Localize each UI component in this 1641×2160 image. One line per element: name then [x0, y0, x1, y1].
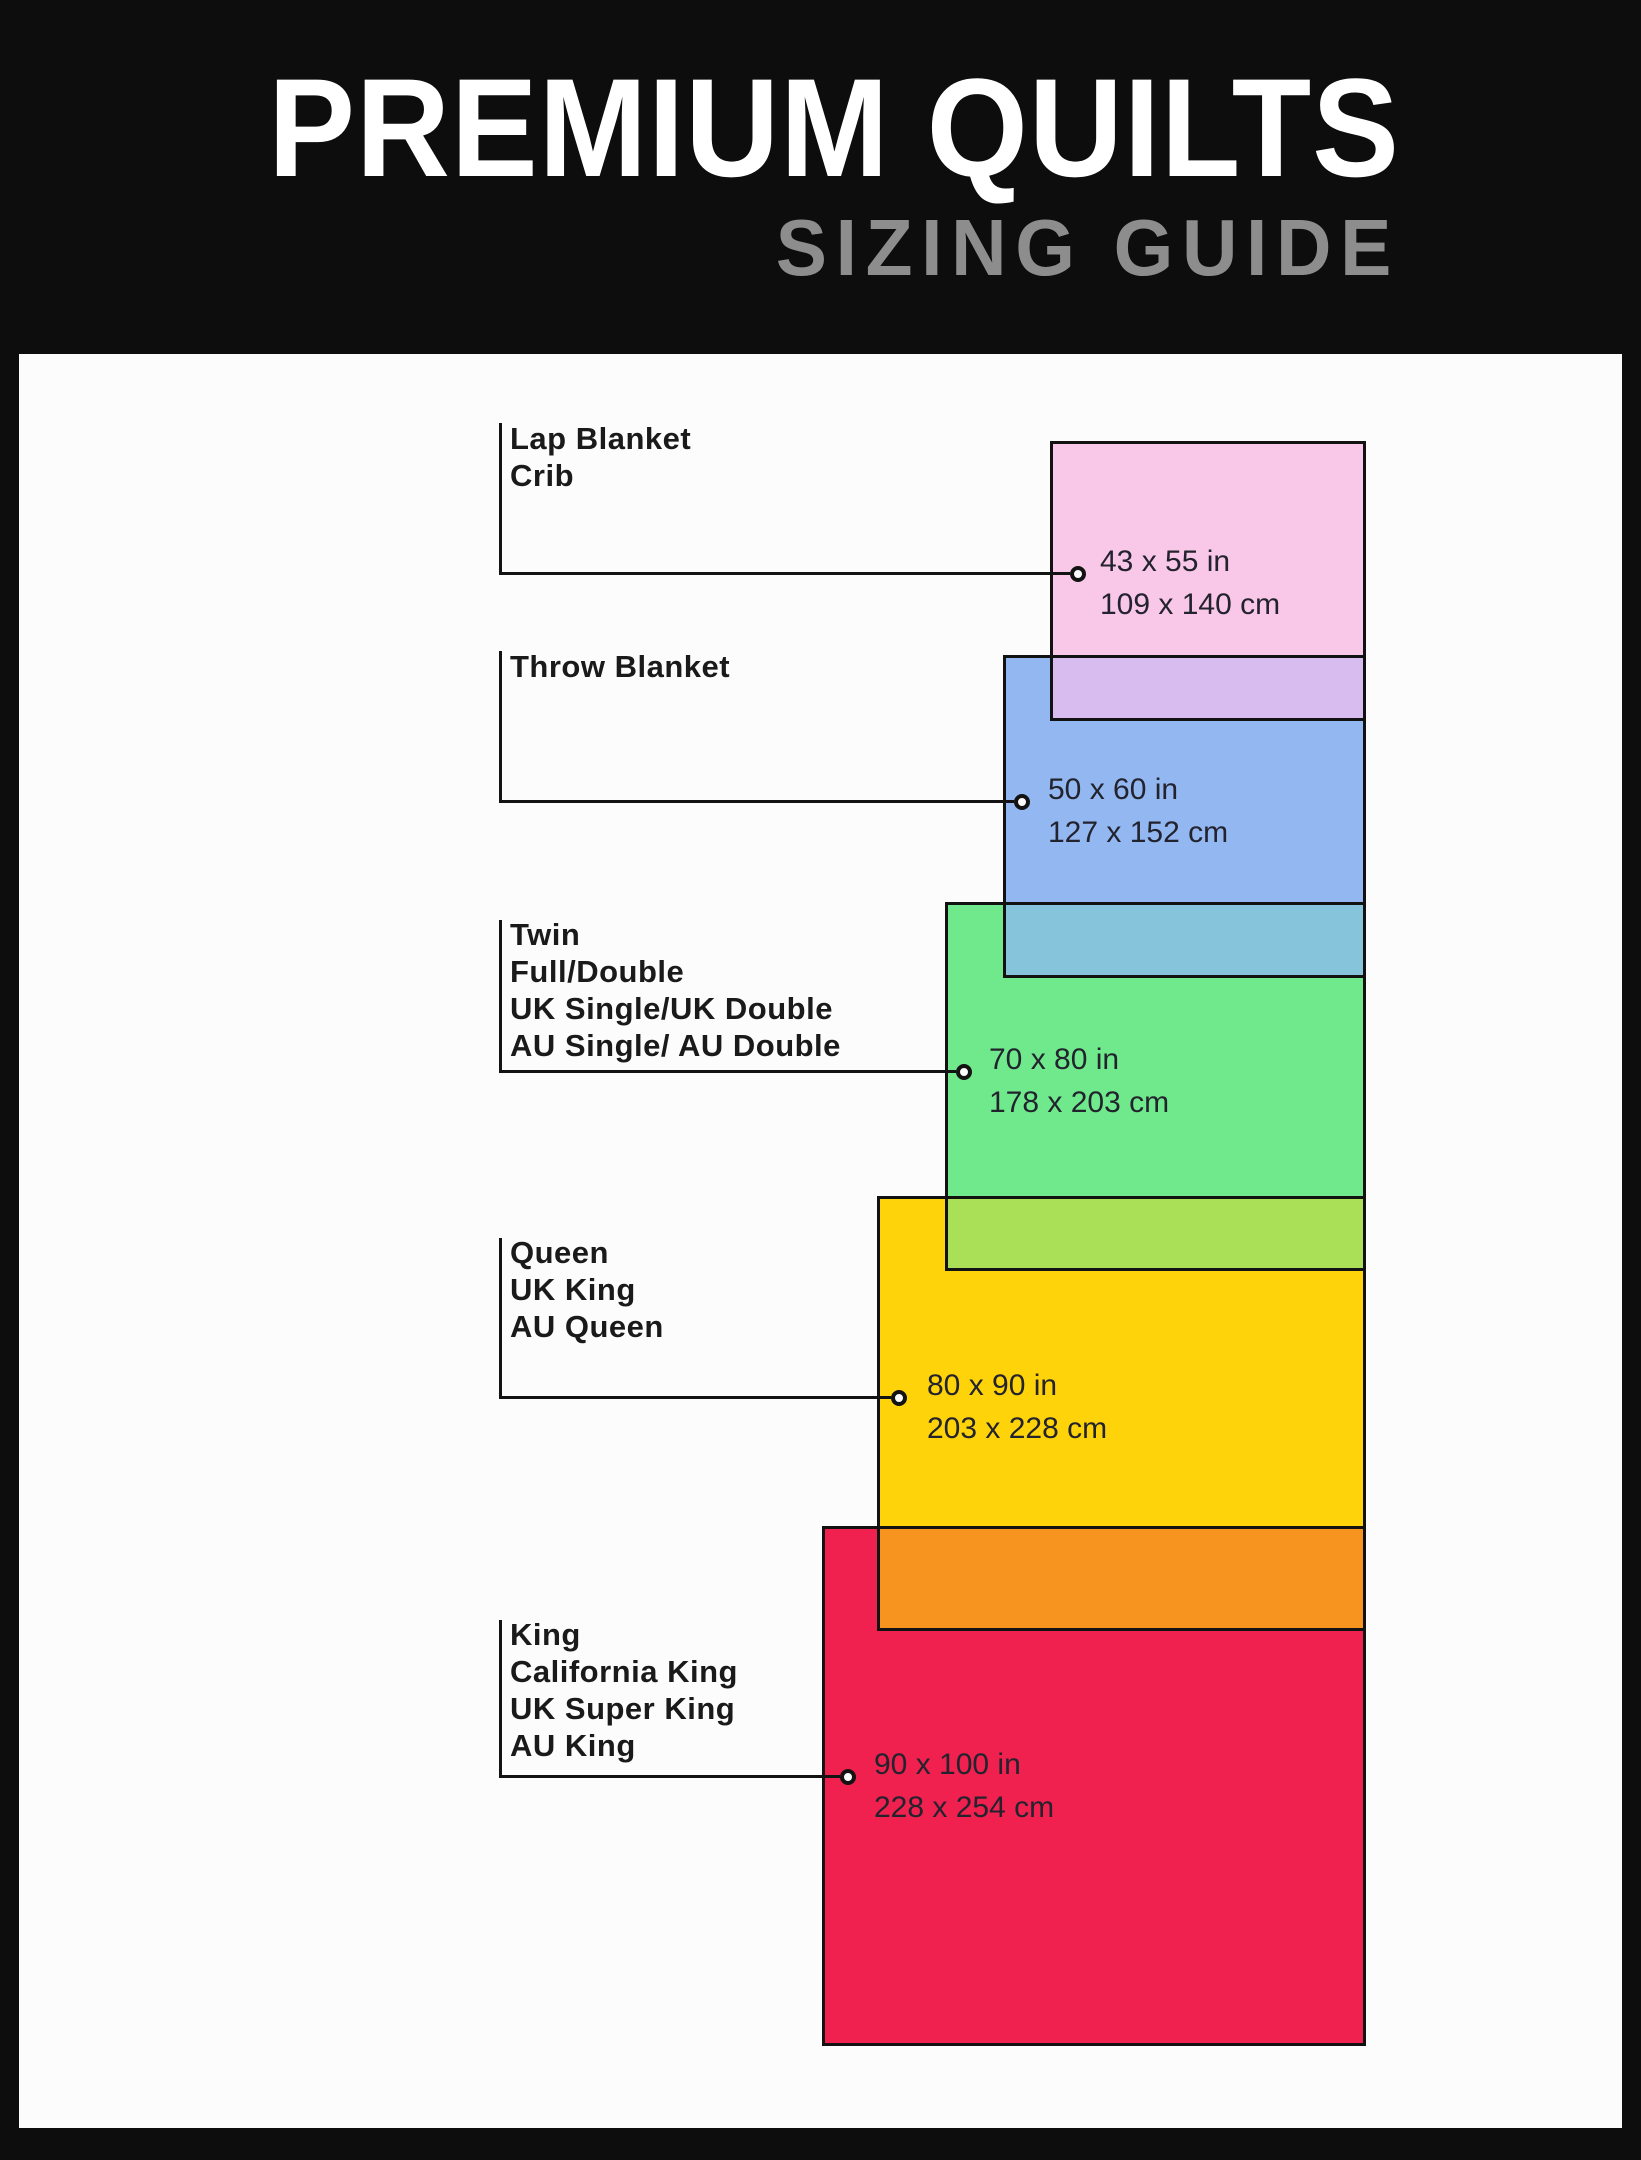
callout-vline-lap-blanket-crib [499, 423, 502, 575]
dimensions-inches: 90 x 100 in [874, 1748, 1021, 1781]
label-throw-blanket: Throw Blanket [510, 649, 731, 684]
dimensions-queen: 80 x 90 in 203 x 228 cm [927, 1364, 1107, 1450]
callout-dot-lap-blanket-crib [1070, 566, 1086, 582]
callout-vline-throw-blanket [499, 651, 502, 803]
dimensions-throw-blanket: 50 x 60 in 127 x 152 cm [1048, 768, 1228, 854]
size-rect-lap-blanket-crib-outline [1050, 441, 1366, 721]
callout-hline-twin-full-double [499, 1070, 956, 1073]
dimensions-inches: 80 x 90 in [927, 1369, 1058, 1402]
dimensions-cm: 228 x 254 cm [874, 1791, 1055, 1824]
size-rect-queen-outline [877, 1196, 1366, 1631]
dimensions-king: 90 x 100 in 228 x 254 cm [874, 1743, 1054, 1829]
dimensions-lap-blanket-crib: 43 x 55 in 109 x 140 cm [1100, 540, 1280, 626]
dimensions-inches: 43 x 55 in [1100, 545, 1231, 578]
callout-dot-throw-blanket [1014, 794, 1030, 810]
dimensions-cm: 178 x 203 cm [989, 1086, 1170, 1119]
overlap-lap-crib-throw [1050, 655, 1366, 721]
callout-vline-twin-full-double [499, 920, 502, 1073]
content-panel [19, 354, 1622, 2128]
overlap-throw-twin [1003, 902, 1366, 978]
callout-hline-lap-blanket-crib [499, 572, 1070, 575]
dimensions-inches: 70 x 80 in [989, 1043, 1120, 1076]
page-subtitle: SIZING GUIDE [775, 203, 1400, 292]
size-rect-twin-full-double-outline [945, 902, 1366, 1271]
callout-vline-king [499, 1620, 502, 1778]
dimensions-cm: 203 x 228 cm [927, 1412, 1108, 1445]
callout-hline-queen [499, 1396, 891, 1399]
callout-dot-king [840, 1769, 856, 1785]
size-rect-throw-blanket-outline [1003, 655, 1366, 978]
label-queen: Queen UK King AU Queen [510, 1235, 664, 1344]
dimensions-twin-full-double: 70 x 80 in 178 x 203 cm [989, 1038, 1169, 1124]
callout-dot-queen [891, 1390, 907, 1406]
overlap-twin-queen [945, 1196, 1366, 1271]
size-rect-king-outline [822, 1526, 1366, 2046]
dimensions-cm: 109 x 140 cm [1100, 588, 1281, 621]
callout-hline-throw-blanket [499, 800, 1014, 803]
label-lap-blanket-crib: Lap Blanket Crib [510, 421, 692, 493]
callout-vline-queen [499, 1238, 502, 1399]
callout-dot-twin-full-double [956, 1064, 972, 1080]
label-twin-full-double: Twin Full/Double UK Single/UK Double AU … [510, 917, 841, 1063]
dimensions-inches: 50 x 60 in [1048, 773, 1179, 806]
label-king: King California King UK Super King AU Ki… [510, 1617, 738, 1763]
header: PREMIUM QUILTS SIZING GUIDE [0, 0, 1641, 354]
page-title: PREMIUM QUILTS [268, 49, 1400, 206]
callout-hline-king [499, 1775, 840, 1778]
dimensions-cm: 127 x 152 cm [1048, 816, 1229, 849]
overlap-queen-king [877, 1526, 1366, 1631]
